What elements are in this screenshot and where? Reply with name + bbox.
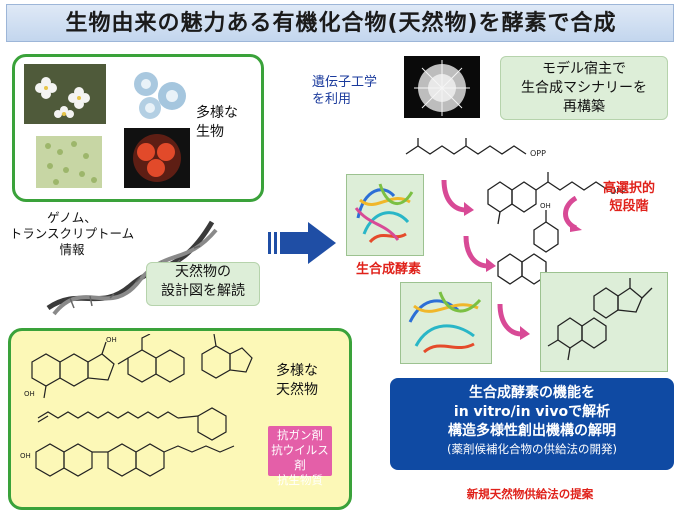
- final-product-structure: [547, 278, 653, 361]
- activity-anticancer: 抗ガン剤: [277, 428, 323, 442]
- process-arrow-3-icon: [497, 303, 530, 340]
- organisms-label-line1: 多様な: [196, 105, 238, 121]
- flower-photo: [24, 64, 106, 124]
- selective-label: 高選択的 短段階: [586, 180, 672, 216]
- analysis-line2: in vitro/in vivoで解析: [453, 404, 611, 420]
- enzyme-structure-1: [354, 183, 414, 244]
- selective-label-line2: 短段階: [609, 199, 649, 214]
- decode-label-line2: 設計図を解読: [161, 283, 245, 299]
- genetic-engineering-label: 遺伝子工学 を利用: [312, 74, 402, 108]
- opp-label-1: OPP: [530, 149, 546, 158]
- selective-label-line1: 高選択的: [602, 181, 655, 196]
- fungus-photo: [404, 56, 480, 118]
- microscope-photo: [36, 136, 102, 188]
- model-host-line1: モデル宿主で: [542, 61, 626, 77]
- natural-products-label: 多様な 天然物: [276, 362, 336, 400]
- natural-product-structures: OH OH OH: [20, 334, 253, 477]
- oh-label-2: OH: [106, 336, 117, 344]
- model-host-line3: 再構築: [563, 99, 605, 115]
- oh-label-3: OH: [20, 452, 31, 460]
- model-host-line2: 生合成マシナリーを: [521, 80, 647, 96]
- genome-label-line1: ゲノム、: [47, 210, 97, 225]
- natural-products-label-line1: 多様な: [276, 363, 318, 379]
- activity-antiviral: 抗ウイルス剤: [271, 443, 329, 472]
- analysis-box: 生合成酵素の機能を in vitro/in vivoで解析 構造多様性創出機構の…: [390, 378, 674, 470]
- oh-label-1: OH: [24, 390, 35, 398]
- selective-arrow-icon: [563, 196, 582, 232]
- analysis-line3: 構造多様性創出機構の解明: [448, 423, 616, 439]
- opp-label-2: OPP: [610, 187, 626, 196]
- genome-label-line3: 情報: [59, 242, 85, 257]
- enzyme-structure-2-frame: [400, 282, 492, 364]
- decode-box: 天然物の 設計図を解読: [146, 262, 260, 306]
- main-arrow-icon: [268, 222, 336, 264]
- activity-antibiotic: 抗生物質: [277, 473, 323, 487]
- genetic-engineering-line2: を利用: [312, 92, 352, 107]
- enzyme-label: 生合成酵素: [356, 262, 422, 277]
- oh-label-4: OH: [540, 202, 551, 210]
- process-arrow-1-icon: [441, 179, 474, 216]
- page-title: 生物由来の魅力ある有機化合物(天然物)を酵素で合成: [65, 11, 617, 36]
- genome-label-line2: トランスクリプトーム: [9, 226, 135, 241]
- genome-label: ゲノム、 トランスクリプトーム 情報: [6, 210, 138, 258]
- proposal-label: 新規天然物供給法の提案: [466, 487, 594, 501]
- activities-box: 抗ガン剤 抗ウイルス剤 抗生物質: [268, 426, 332, 487]
- genetic-engineering-line1: 遺伝子工学: [312, 75, 378, 90]
- title-bar: 生物由来の魅力ある有機化合物(天然物)を酵素で合成: [6, 4, 674, 42]
- spore-photo: [126, 66, 190, 122]
- analysis-line1: 生合成酵素の機能を: [469, 385, 595, 401]
- petri-dish-photo: [124, 128, 190, 188]
- enzyme-structure-2: [408, 291, 482, 354]
- decode-label-line1: 天然物の: [175, 264, 231, 280]
- natural-products-label-line2: 天然物: [276, 382, 318, 398]
- organisms-label-line2: 生物: [196, 124, 224, 140]
- model-host-box: モデル宿主で 生合成マシナリーを 再構築: [500, 56, 668, 120]
- process-arrow-2-icon: [463, 235, 496, 272]
- organisms-label: 多様な 生物: [196, 104, 252, 142]
- analysis-line4: (薬剤候補化合物の供給法の開発): [447, 442, 617, 456]
